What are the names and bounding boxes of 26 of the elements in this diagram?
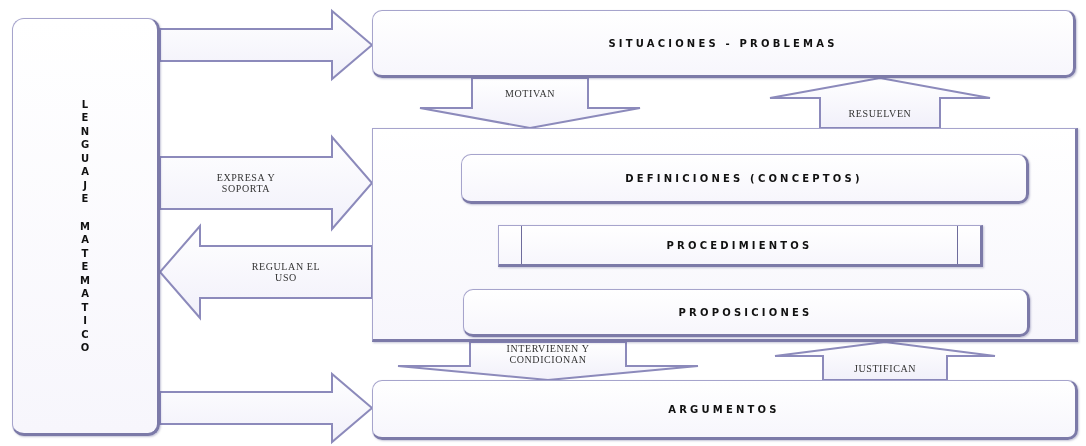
rounded-box bbox=[12, 18, 160, 436]
node-label: SITUACIONES - PROBLEMAS bbox=[608, 37, 838, 49]
block-arrow bbox=[159, 134, 374, 232]
block-arrow bbox=[419, 77, 641, 129]
block-arrow bbox=[159, 8, 374, 82]
rounded-box bbox=[463, 289, 1030, 337]
block-arrow bbox=[158, 223, 373, 321]
edge-label: JUSTIFICAN bbox=[853, 362, 917, 374]
edge-label: RESUELVEN bbox=[848, 107, 912, 119]
node-label: PROCEDIMIENTOS bbox=[666, 239, 813, 251]
edge-label: MOTIVAN bbox=[504, 87, 556, 99]
container-box bbox=[372, 128, 1078, 342]
block-arrow bbox=[159, 371, 374, 445]
rounded-box bbox=[372, 380, 1078, 440]
node-label: PROPOSICIONES bbox=[678, 306, 813, 318]
vertical-label: LENGUAJE MATEMATICO bbox=[80, 97, 90, 355]
edge-label: INTERVIENEN Y CONDICIONAN bbox=[505, 343, 591, 365]
edge-label: REGULAN EL USO bbox=[250, 261, 322, 283]
block-arrow bbox=[774, 341, 996, 381]
rounded-box bbox=[372, 10, 1076, 78]
node-label: DEFINICIONES (CONCEPTOS) bbox=[625, 172, 863, 184]
node-label: ARGUMENTOS bbox=[668, 403, 780, 415]
edge-label: EXPRESA Y SOPORTA bbox=[215, 172, 277, 194]
process-box bbox=[498, 225, 983, 267]
block-arrow bbox=[769, 77, 991, 129]
rounded-box bbox=[461, 154, 1029, 204]
